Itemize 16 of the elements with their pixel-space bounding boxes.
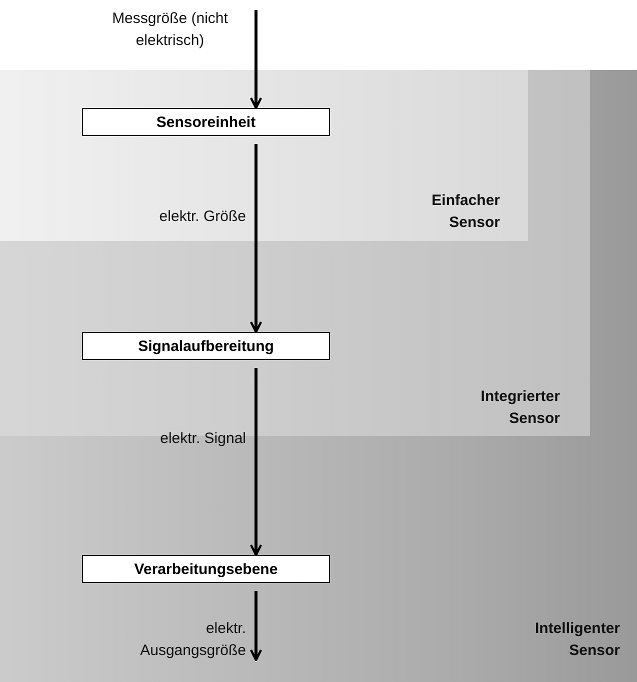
edge-label: elektr. Ausgangsgröße	[139, 619, 246, 661]
edge-label: Messgröße (nicht elektrisch)	[111, 9, 229, 51]
process-box: Signalaufbereitung	[82, 332, 330, 360]
band-title: Integrierter Sensor	[480, 387, 560, 429]
arrow	[250, 10, 262, 110]
edge-label: elektr. Signal	[159, 429, 246, 449]
sensor-level-band	[0, 70, 637, 682]
sensor-level-band	[0, 70, 528, 241]
arrow	[250, 368, 262, 556]
band-title: Intelligenter Sensor	[534, 619, 620, 661]
process-box: Sensoreinheit	[82, 108, 330, 136]
arrow	[250, 591, 262, 662]
arrow	[250, 144, 262, 334]
edge-label: elektr. Größe	[158, 207, 246, 227]
band-title: Einfacher Sensor	[430, 191, 500, 233]
process-box: Verarbeitungsebene	[82, 555, 330, 583]
